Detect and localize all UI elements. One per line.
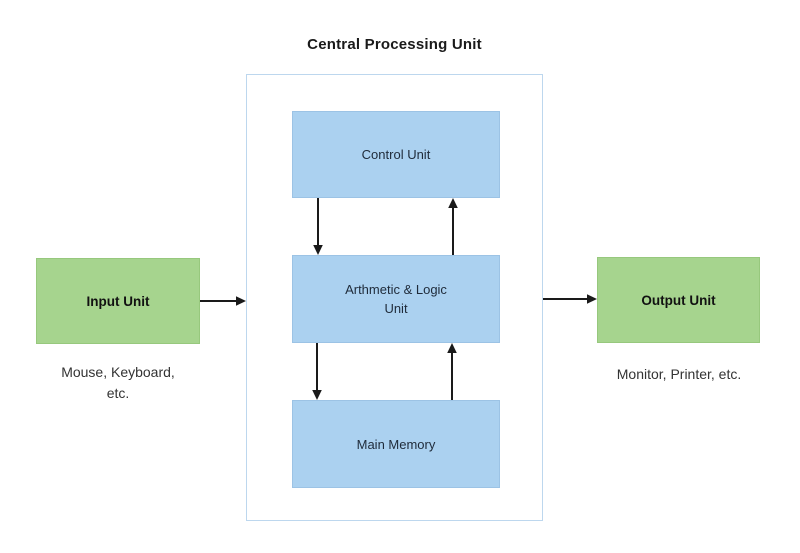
output-unit-label: Output Unit (641, 292, 716, 308)
input-unit-caption: Mouse, Keyboard, etc. (26, 362, 210, 404)
main-memory-label: Main Memory (356, 436, 436, 452)
cpu-to-output-arrow (543, 294, 597, 304)
output-unit-block: Output Unit (597, 257, 760, 343)
input-caption-line2: etc. (106, 385, 130, 401)
output-unit-caption: Monitor, Printer, etc. (616, 366, 742, 382)
alu-label-line2: Unit (384, 301, 408, 316)
control-unit-label: Control Unit (361, 147, 431, 162)
main-memory-block: Main Memory (292, 400, 500, 488)
input-caption-line1: Mouse, Keyboard, (61, 364, 175, 380)
input-unit-label: Input Unit (86, 293, 150, 309)
input-to-cpu-arrow (200, 296, 246, 306)
alu-block: Arthmetic & Logic Unit (292, 255, 500, 343)
alu-label-line1: Arthmetic & Logic (345, 282, 447, 297)
input-unit-block: Input Unit (36, 258, 200, 344)
diagram-title: Central Processing Unit (307, 36, 482, 53)
control-unit-block: Control Unit (292, 111, 500, 198)
